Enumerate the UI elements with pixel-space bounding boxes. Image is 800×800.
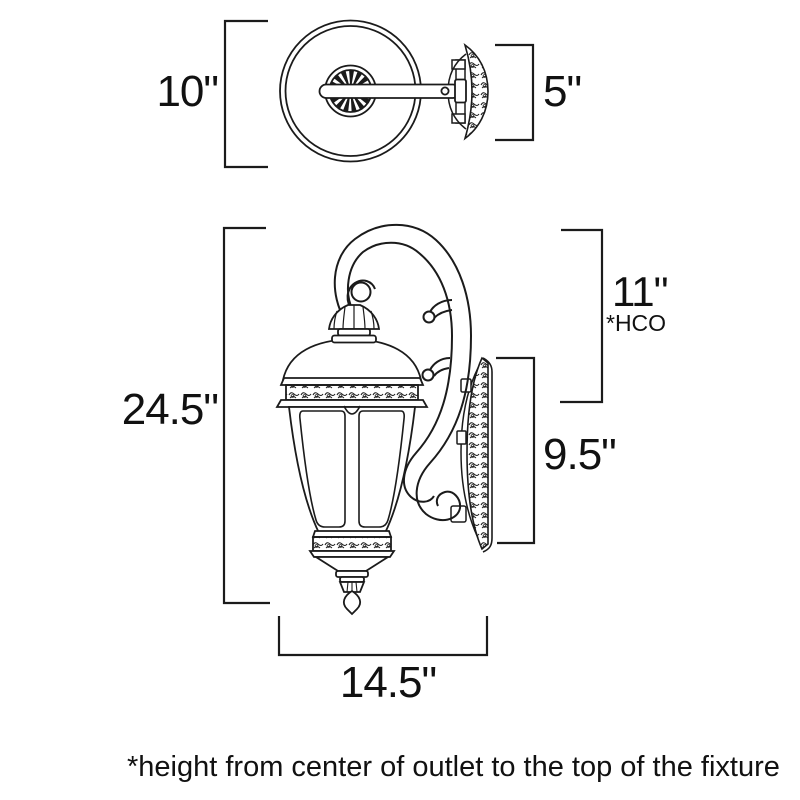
backplate-front — [456, 356, 493, 553]
hco-footnote: *height from center of outlet to the top… — [127, 751, 780, 783]
glass-panels — [299, 405, 405, 528]
upper-filigree-band — [275, 377, 429, 408]
dim-label-overall-width: 14.5" — [339, 658, 437, 707]
dim-bracket-11in — [560, 228, 604, 404]
dim-bracket-10in — [223, 19, 268, 169]
dim-bracket-24-5in — [222, 226, 270, 605]
dim-label-overall-height: 24.5" — [121, 385, 219, 434]
dim-bracket-5in — [495, 43, 535, 142]
scroll-arm — [333, 223, 473, 522]
lantern-drawing — [275, 304, 429, 616]
dim-label-hco-note: *HCO — [606, 310, 667, 336]
dim-label-backplate-height: 9.5" — [543, 430, 617, 479]
dim-bracket-14-5in — [277, 616, 489, 657]
dim-label-top-height: 10" — [156, 67, 219, 116]
bottom-finial — [312, 556, 392, 616]
mounting-arm-top — [318, 78, 467, 104]
front-view-drawing — [275, 223, 493, 616]
top-view-drawing — [279, 19, 489, 163]
lower-filigree-band — [308, 530, 396, 558]
dim-label-outlet-to-top: 11" — [612, 268, 669, 315]
dim-bracket-9-5in — [496, 356, 536, 545]
lantern-top-finial — [327, 304, 381, 344]
lantern-body — [287, 406, 417, 534]
dim-label-backplate-depth: 5" — [543, 67, 582, 116]
